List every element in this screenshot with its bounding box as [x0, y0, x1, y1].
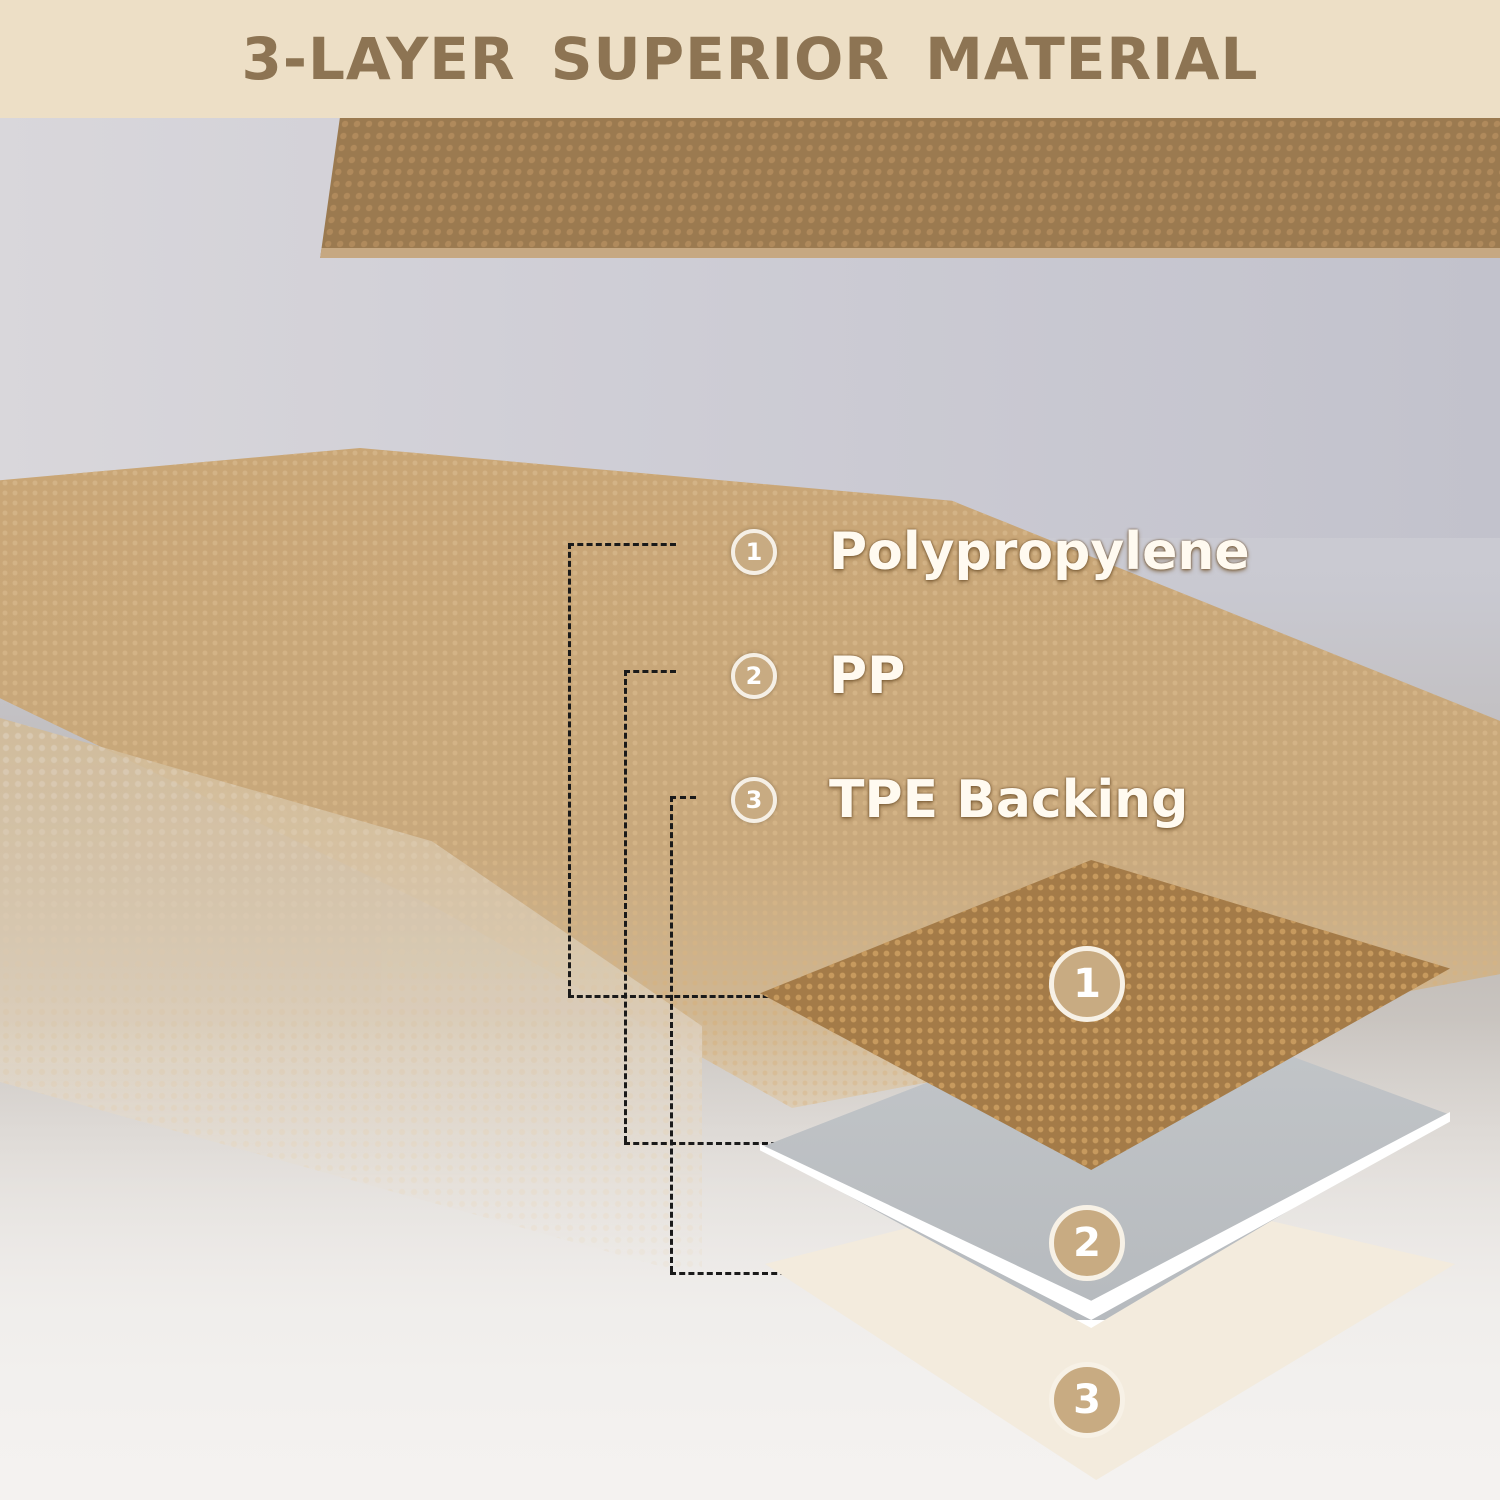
number-badge-1: 1 [731, 529, 777, 575]
legend-item-3: 3 TPE Backing [731, 770, 1188, 830]
layer-badge-1: 1 [1049, 946, 1125, 1022]
header-banner: 3-LAYER SUPERIOR MATERIAL [0, 0, 1500, 118]
legend-label-tpe-backing: TPE Backing [829, 770, 1189, 830]
legend-label-pp: PP [829, 646, 906, 706]
layer-badge-2: 2 [1049, 1205, 1125, 1281]
legend-label-polypropylene: Polypropylene [829, 522, 1250, 582]
banner-title: 3-LAYER SUPERIOR MATERIAL [241, 25, 1259, 93]
number-badge-2: 2 [731, 653, 777, 699]
legend-item-1: 1 Polypropylene [731, 522, 1250, 582]
upper-stair-tread [320, 118, 1500, 258]
product-photo [0, 118, 1500, 1500]
layer-badge-3: 3 [1049, 1362, 1125, 1438]
number-badge-3: 3 [731, 777, 777, 823]
legend-item-2: 2 PP [731, 646, 905, 706]
